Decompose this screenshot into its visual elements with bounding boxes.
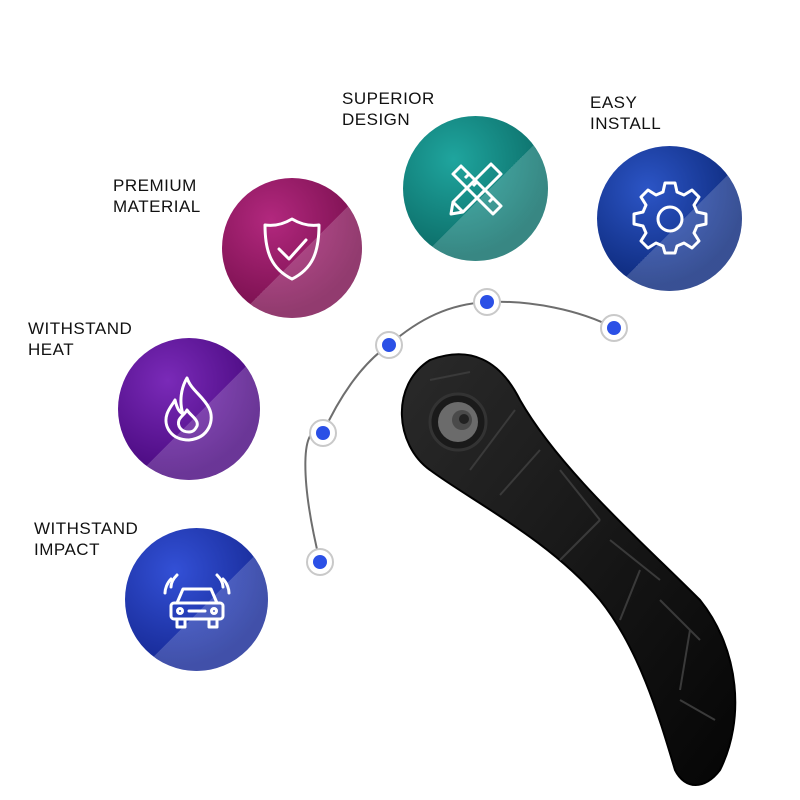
arc-dot: [375, 331, 403, 359]
shield-check-icon: [263, 217, 321, 281]
arc-dot: [306, 548, 334, 576]
badge-withstand-heat: [118, 338, 260, 480]
arc-dot: [600, 314, 628, 342]
arc-dot: [473, 288, 501, 316]
pencil-ruler-icon: [449, 162, 502, 215]
badge-easy-install: [597, 146, 742, 291]
gear-icon: [632, 181, 707, 254]
arc-dot: [309, 419, 337, 447]
car-icon: [163, 573, 230, 628]
flame-icon: [164, 376, 213, 442]
badge-premium-material: [222, 178, 362, 318]
badge-withstand-impact: [125, 528, 268, 671]
badge-superior-design: [403, 116, 548, 261]
